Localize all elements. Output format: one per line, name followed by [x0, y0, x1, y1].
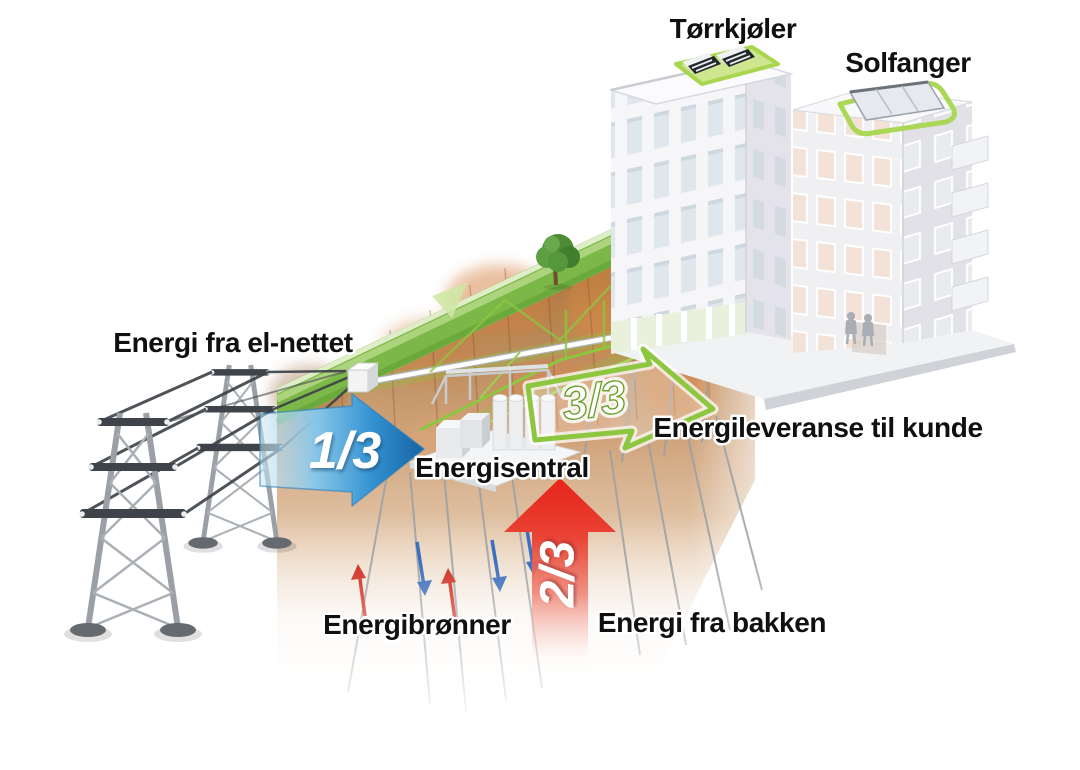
delivery-arrow: [522, 343, 719, 454]
plaza: [611, 330, 1016, 410]
grid-transformer: [346, 362, 380, 393]
building-left: [608, 58, 794, 354]
solar-collector-panel: [837, 80, 957, 137]
grid-arrow: [259, 393, 425, 507]
label-solar-collector: Solfanger: [845, 47, 971, 78]
customer-buildings: [608, 45, 1016, 410]
building-left-lobby: [611, 302, 746, 354]
tree: [536, 234, 580, 290]
dry-cooler-units: [674, 45, 780, 86]
svg-text:3/3: 3/3: [559, 370, 630, 430]
label-grid-energy: Energi fra el-nettet: [113, 327, 352, 358]
well-flow-arrows: [351, 523, 541, 621]
label-delivery: Energileveranse til kunde: [653, 412, 982, 443]
entrance-door: [852, 322, 886, 355]
building-right: [792, 88, 989, 355]
ground-fade-right: [690, 380, 820, 725]
label-energy-wells: Energibrønner: [323, 609, 511, 640]
heat-pump-units: [436, 413, 490, 458]
delivery-fraction: 3/3 3/3: [555, 366, 634, 434]
people: [845, 312, 874, 347]
grid-fraction: 1/3: [309, 422, 381, 480]
label-dry-cooler: Tørrkjøler: [670, 13, 797, 44]
label-energy-central: Energisentral: [415, 452, 589, 483]
warm-up-arrow: [351, 564, 457, 621]
ground-arrow: [504, 478, 616, 668]
label-ground-energy: Energi fra bakken: [598, 607, 826, 638]
ground-fraction: 2/3: [532, 540, 585, 608]
balconies: [951, 135, 989, 312]
